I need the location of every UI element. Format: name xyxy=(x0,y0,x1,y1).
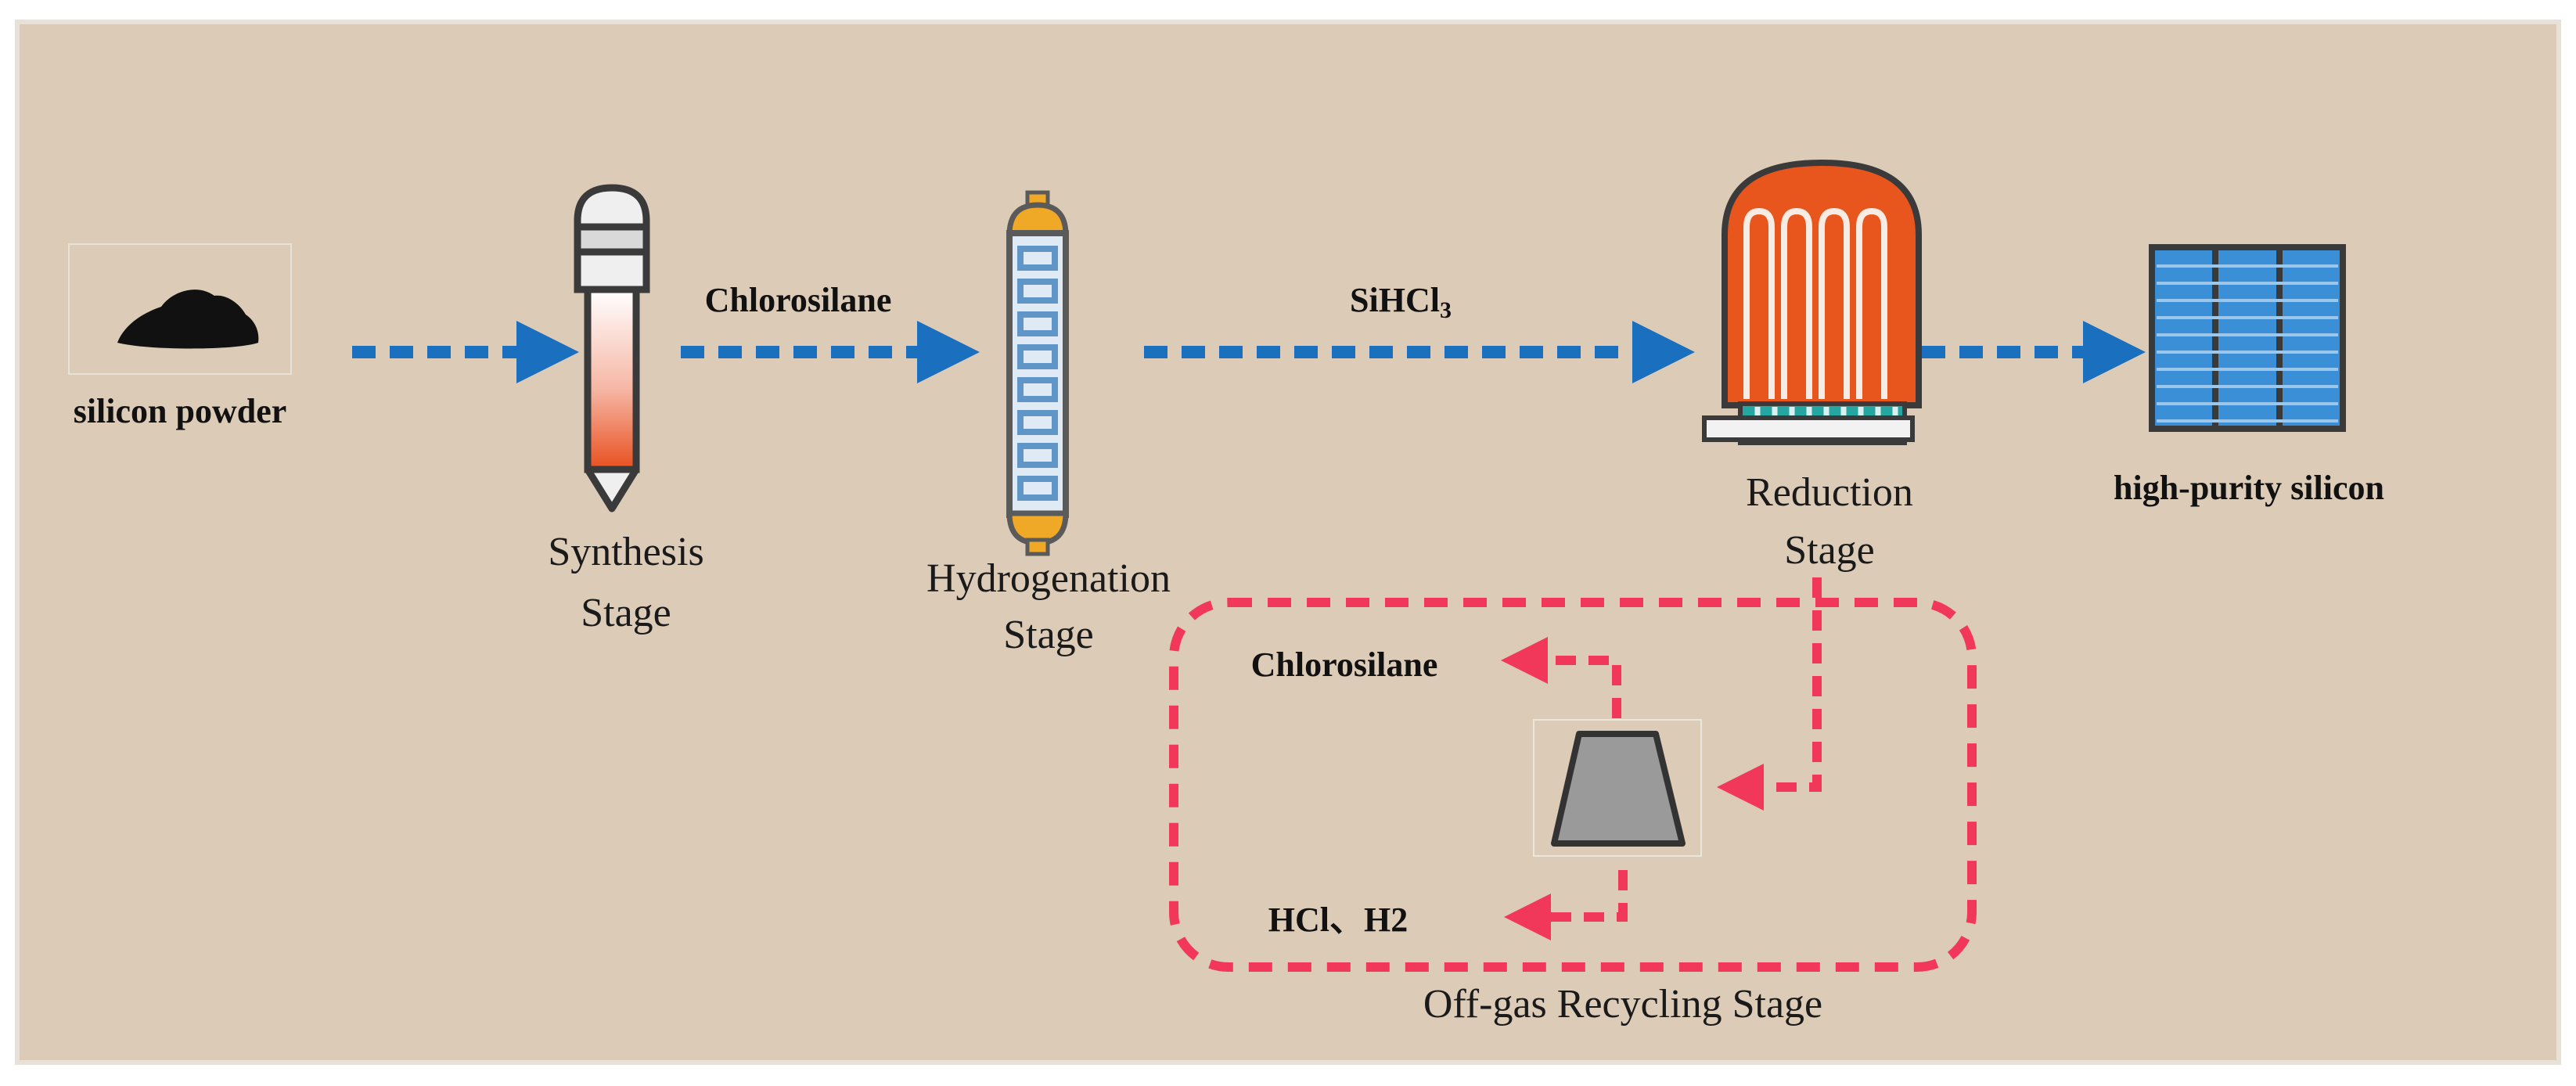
hydrogenation-stage-label-line2: Stage xyxy=(1003,613,1094,657)
sihcl3-base-text: SiHCl xyxy=(1350,281,1440,319)
synthesis-stage-label-line2: Stage xyxy=(581,591,671,635)
offgas-recycling-node: Chlorosilane HCl、H2 Off-gas Recycling St… xyxy=(1169,577,1977,1027)
synthesis-stage-label-line1: Synthesis xyxy=(548,530,703,574)
chlorosilane-recycle-label: Chlorosilane xyxy=(1251,645,1438,684)
offgas-arrow-reduction-to-compressor xyxy=(1717,577,1822,811)
offgas-recycling-stage-label: Off-gas Recycling Stage xyxy=(1423,982,1822,1027)
hydrogenation-stage-label-line1: Hydrogenation xyxy=(926,556,1171,601)
high-purity-silicon-label: high-purity silicon xyxy=(2114,469,2384,507)
sihcl3-subscript-text: 3 xyxy=(1440,297,1452,323)
chlorosilane-flow-label: Chlorosilane xyxy=(705,281,892,319)
hydrogenation-stage-node: Hydrogenation Stage xyxy=(926,190,1171,657)
offgas-arrow-to-chlorosilane xyxy=(1501,637,1621,718)
reduction-furnace-icon xyxy=(1702,159,1922,445)
high-purity-silicon-node: high-purity silicon xyxy=(2114,244,2384,507)
recycle-loop-boundary xyxy=(1169,598,1977,972)
hcl-h2-label: HCl、H2 xyxy=(1268,901,1408,939)
reduction-stage-label-line2: Stage xyxy=(1784,528,1875,573)
sihcl3-flow-label: SiHCl3 xyxy=(1350,281,1452,323)
silicon-powder-node: silicon powder xyxy=(68,243,292,430)
reduction-stage-node: Reduction Stage xyxy=(1702,159,1922,573)
diagram-background xyxy=(15,20,2561,1065)
reduction-stage-label-line1: Reduction xyxy=(1746,470,1913,515)
silicon-powder-label: silicon powder xyxy=(74,392,287,430)
hydrogenation-column-icon xyxy=(1006,190,1069,556)
powder-pile-icon xyxy=(117,289,259,349)
synthesis-reactor-icon xyxy=(574,184,650,512)
solar-panel-icon xyxy=(2149,244,2346,432)
compressor-icon xyxy=(1533,719,1702,857)
synthesis-stage-node: Synthesis Stage xyxy=(548,184,704,635)
offgas-arrow-to-hcl-h2 xyxy=(1504,870,1628,940)
